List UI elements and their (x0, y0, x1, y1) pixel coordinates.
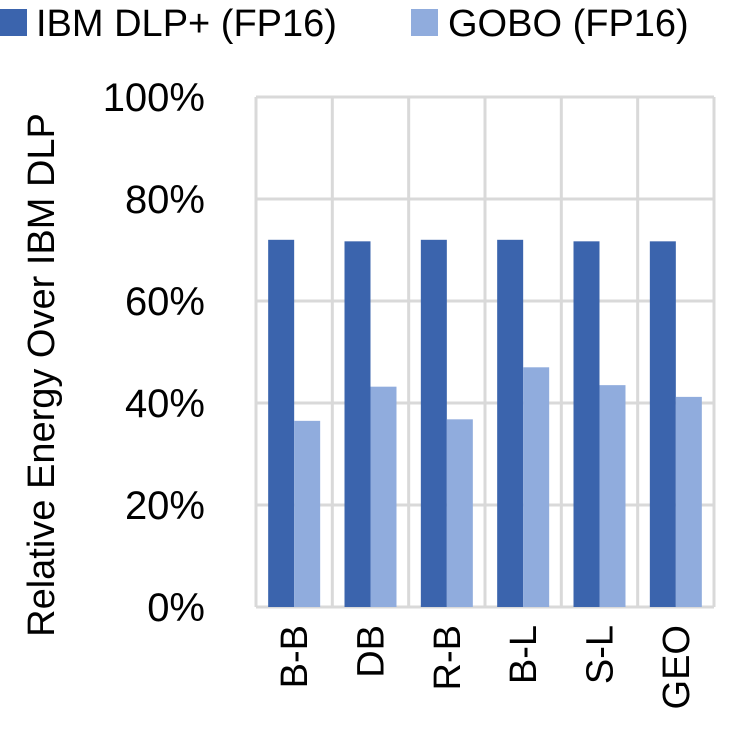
x-tick-label: GEO (656, 625, 698, 709)
y-tick-label: 0% (147, 586, 205, 630)
x-tick-label: DB (351, 625, 393, 678)
x-tick-label: B-B (274, 625, 316, 688)
y-tick-label: 80% (125, 178, 205, 222)
bar-series-0-B-B (268, 239, 295, 608)
bar-series-0-B-L (497, 239, 524, 608)
y-tick-label: 60% (125, 280, 205, 324)
bar-series-1-DB (370, 386, 397, 607)
bar-series-0-GEO (649, 241, 676, 607)
bar-series-1-B-B (294, 420, 321, 607)
bars (268, 239, 702, 608)
y-tick-label: 20% (125, 484, 205, 528)
bar-series-1-R-B (446, 419, 473, 607)
x-axis-ticks: B-B DB R-B B-L S-L GEO (274, 625, 698, 709)
x-tick-label: B-L (503, 625, 545, 684)
bar-series-0-R-B (420, 239, 447, 608)
legend-swatch-series-0 (0, 9, 27, 36)
legend: IBM DLP+ (FP16) GOBO (FP16) (0, 3, 689, 45)
y-axis-title: Relative Energy Over IBM DLP (21, 113, 63, 637)
bar-series-0-DB (344, 241, 371, 607)
bar-series-0-S-L (573, 241, 600, 607)
y-tick-label: 100% (103, 76, 205, 120)
legend-label-series-1: GOBO (FP16) (448, 3, 689, 45)
bar-series-1-B-L (523, 367, 550, 607)
y-axis-ticks: 0% 20% 40% 60% 80% 100% (103, 76, 205, 630)
bar-series-1-S-L (599, 385, 626, 607)
bar-series-1-GEO (675, 396, 702, 607)
x-tick-label: S-L (580, 625, 622, 684)
gridlines (254, 95, 716, 609)
x-tick-label: R-B (427, 625, 469, 690)
legend-swatch-series-1 (411, 9, 438, 36)
legend-label-series-0: IBM DLP+ (FP16) (36, 3, 337, 45)
y-tick-label: 40% (125, 382, 205, 426)
